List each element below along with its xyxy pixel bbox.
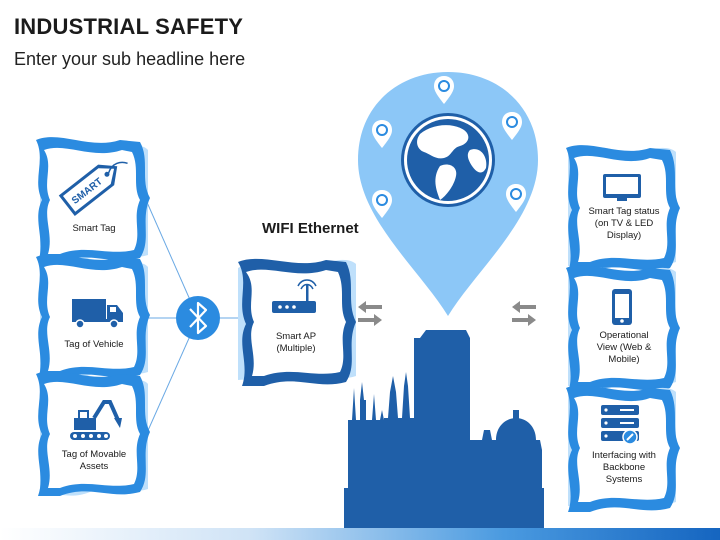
small-pin-icon	[506, 184, 526, 212]
small-pin-icon	[502, 112, 522, 140]
right-card-label-server: Interfacing with Backbone Systems	[592, 450, 656, 485]
left-card-label-vehicle: Tag of Vehicle	[64, 339, 124, 350]
tv-icon	[603, 174, 641, 201]
left-card-label-smart-tag: Smart Tag	[72, 223, 116, 234]
right-card-tv	[566, 145, 680, 272]
small-pin-icon	[434, 76, 454, 104]
right-card-server	[566, 385, 680, 512]
small-pin-icon	[372, 190, 392, 218]
city-skyline	[344, 330, 544, 528]
right-card-label-mobile: Operational View (Web & Mobile)	[596, 330, 652, 365]
left-card-vehicle	[36, 254, 150, 379]
center-card-smart-ap	[238, 258, 356, 386]
left-card-movable-assets	[36, 371, 150, 496]
bluetooth-icon	[189, 301, 208, 335]
page-subtitle: Enter your sub headline here	[14, 49, 246, 69]
network-label: WIFI Ethernet	[262, 220, 359, 237]
globe-icon	[401, 113, 495, 207]
exchange-arrows-left	[358, 301, 382, 326]
server-icon	[601, 405, 639, 445]
bluetooth-hub	[176, 296, 220, 340]
left-card-label-movable-assets: Tag of Movable Assets	[61, 449, 127, 472]
right-card-label-tv: Smart Tag status (on TV & LED Display)	[588, 206, 660, 241]
router-icon	[272, 279, 317, 313]
exchange-arrows-right	[512, 301, 536, 326]
small-pin-icon	[372, 120, 392, 148]
right-card-mobile	[566, 265, 680, 392]
truck-icon	[72, 299, 123, 329]
center-card-label-smart-ap: Smart AP (Multiple)	[275, 331, 317, 354]
footer-bar	[0, 528, 720, 540]
page-title: INDUSTRIAL SAFETY	[14, 14, 244, 39]
mobile-phone-icon	[612, 289, 632, 325]
left-card-smart-tag: SMART	[36, 137, 150, 262]
location-pin	[358, 72, 538, 316]
excavator-icon	[70, 400, 122, 440]
